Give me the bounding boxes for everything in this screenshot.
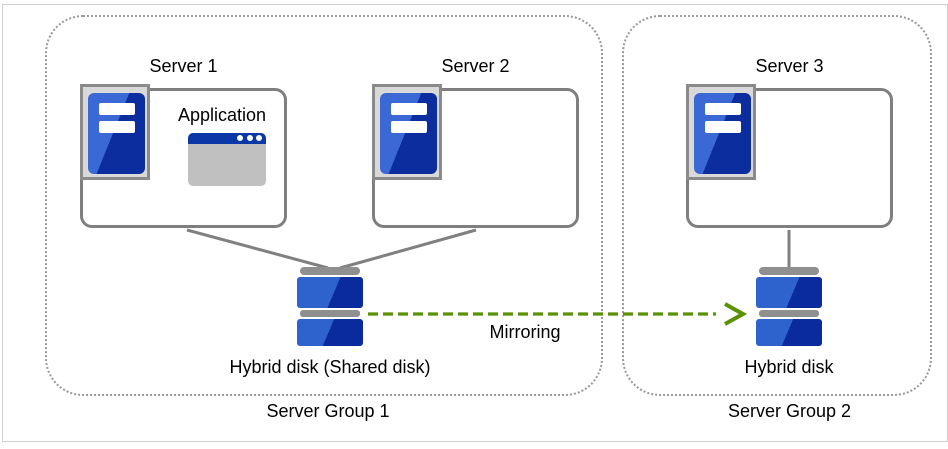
hybrid-disk-icon	[756, 267, 822, 346]
app-window-titlebar	[188, 133, 266, 144]
window-dot-icon	[247, 135, 253, 141]
window-dot-icon	[237, 135, 243, 141]
mirroring-label: Mirroring	[489, 322, 561, 342]
tower-slot-icon	[391, 121, 427, 133]
tower-slot-icon	[99, 121, 135, 133]
tower-slot-icon	[705, 121, 741, 133]
server2-title: Server 2	[441, 56, 510, 76]
server1-icon-frame	[80, 84, 150, 180]
server3-icon-frame	[686, 84, 756, 180]
disk-separator	[759, 310, 819, 317]
server2-icon-frame	[372, 84, 442, 180]
server-tower-icon	[88, 93, 145, 174]
server-group-1-boundary	[45, 15, 603, 396]
server-tower-icon	[380, 93, 437, 174]
hybrid-disk-label: Hybrid disk	[744, 357, 834, 377]
disk-segment	[756, 319, 822, 346]
tower-slot-icon	[99, 103, 135, 115]
tower-slot-icon	[391, 103, 427, 115]
server3-title: Server 3	[755, 56, 824, 76]
server-tower-icon	[694, 93, 751, 174]
disk-cap	[300, 267, 360, 275]
tower-slot-icon	[705, 103, 741, 115]
server-group-1-label: Server Group 1	[266, 401, 390, 421]
disk-segment	[297, 277, 363, 308]
window-dot-icon	[256, 135, 262, 141]
disk-segment	[756, 277, 822, 308]
hybrid-disk-icon	[297, 267, 363, 346]
server-group-2-label: Server Group 2	[727, 401, 852, 421]
app-window-icon	[188, 133, 266, 186]
disk-segment	[297, 319, 363, 346]
disk-cap	[759, 267, 819, 275]
disk-separator	[300, 310, 360, 317]
server1-title: Server 1	[149, 56, 218, 76]
shared-disk-label: Hybrid disk (Shared disk)	[229, 357, 431, 377]
application-label: Application	[177, 105, 267, 125]
server-group-2-boundary	[622, 15, 932, 396]
